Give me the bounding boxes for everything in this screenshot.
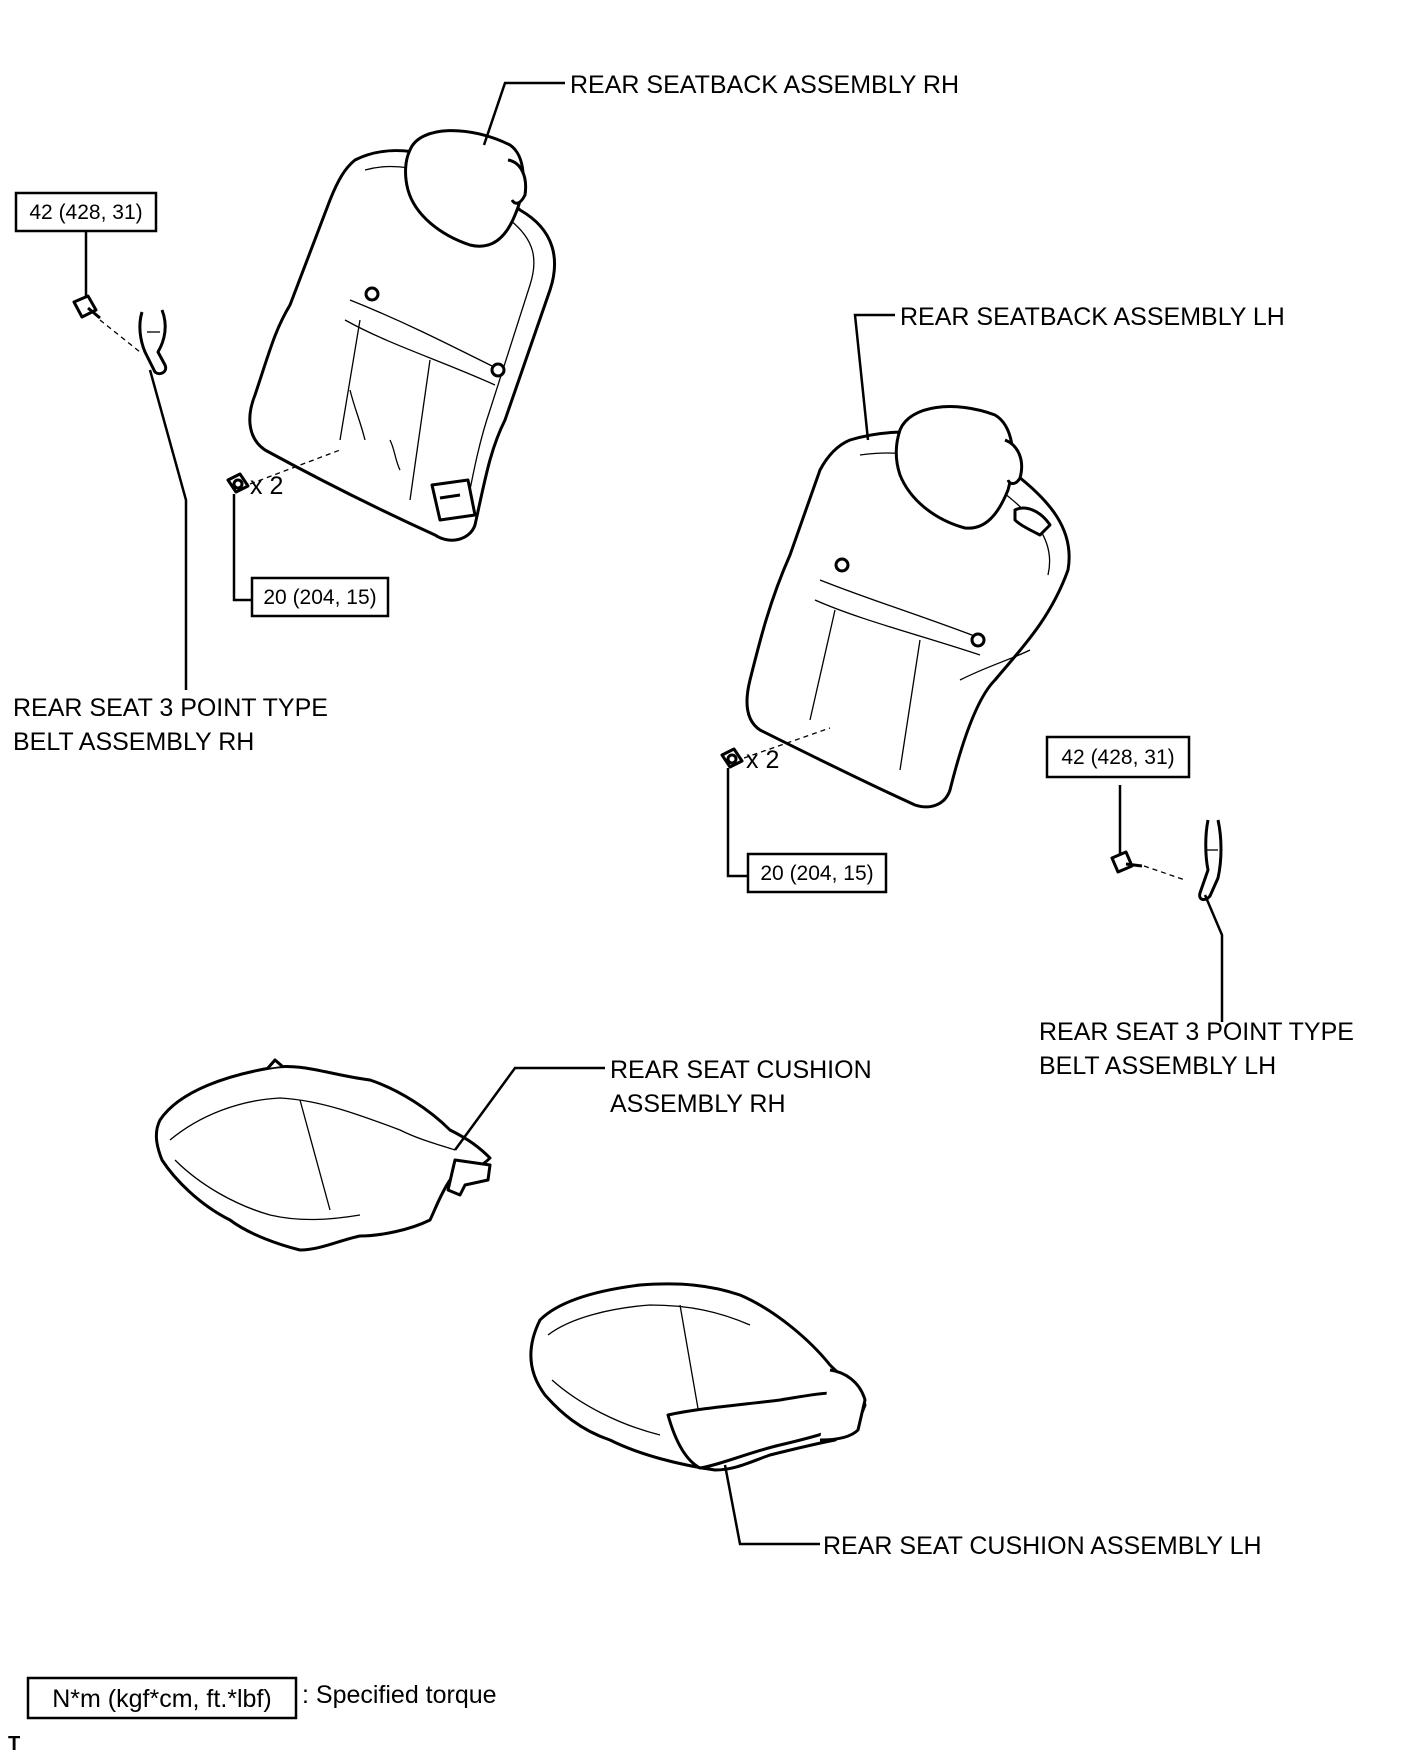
- label-belt-lh-line2: BELT ASSEMBLY LH: [1039, 1052, 1276, 1080]
- torque-box-seatback-rh: 20 (204, 15): [250, 576, 390, 618]
- torque-value: 42 (428, 31): [29, 201, 142, 224]
- leader-seatback-rh: [482, 81, 565, 146]
- label-belt-rh-line2: BELT ASSEMBLY RH: [13, 728, 254, 756]
- seat-belt-lh-illustration: [1198, 819, 1224, 1022]
- quantity-seatback-lh: x 2: [746, 746, 779, 774]
- rear-seat-cushion-rh-illustration: [154, 1058, 492, 1252]
- torque-box-belt-rh: 42 (428, 31): [14, 191, 158, 233]
- rear-seatback-lh-illustration: [745, 405, 1071, 809]
- legend-text: : Specified torque: [302, 1681, 497, 1709]
- corner-mark: T: [8, 1733, 20, 1755]
- torque-legend: N*m (kgf*cm, ft.*lbf) : Specified torque: [26, 1676, 497, 1720]
- label-seatback-lh: REAR SEATBACK ASSEMBLY LH: [900, 303, 1285, 331]
- label-belt-lh-line1: REAR SEAT 3 POINT TYPE: [1039, 1018, 1354, 1046]
- label-belt-rh-line1: REAR SEAT 3 POINT TYPE: [13, 694, 328, 722]
- quantity-seatback-rh: x 2: [250, 472, 283, 500]
- torque-value: 20 (204, 15): [760, 862, 873, 885]
- seatback-nut-lh: [720, 727, 831, 878]
- rear-seat-cushion-lh-illustration: [529, 1282, 867, 1472]
- torque-box-belt-lh: 42 (428, 31): [1045, 735, 1191, 779]
- legend-unit: N*m (kgf*cm, ft.*lbf): [52, 1685, 271, 1713]
- torque-box-seatback-lh: 20 (204, 15): [746, 852, 888, 894]
- label-seatback-rh: REAR SEATBACK ASSEMBLY RH: [570, 71, 959, 99]
- torque-value: 42 (428, 31): [1061, 746, 1174, 769]
- label-cushion-rh-line1: REAR SEAT CUSHION: [610, 1056, 872, 1084]
- rear-seatback-rh-illustration: [248, 129, 557, 542]
- belt-bolt-lh: [1110, 785, 1186, 881]
- torque-value: 20 (204, 15): [263, 586, 376, 609]
- seatback-nut-rh: [226, 449, 341, 602]
- seat-belt-rh-illustration: [138, 309, 188, 690]
- leader-seatback-lh: [853, 313, 895, 441]
- belt-bolt-rh: [72, 231, 141, 353]
- label-cushion-rh-line2: ASSEMBLY RH: [610, 1090, 786, 1118]
- leader-cushion-lh: [723, 1464, 820, 1546]
- leader-cushion-rh: [453, 1066, 605, 1151]
- label-cushion-lh: REAR SEAT CUSHION ASSEMBLY LH: [823, 1532, 1262, 1560]
